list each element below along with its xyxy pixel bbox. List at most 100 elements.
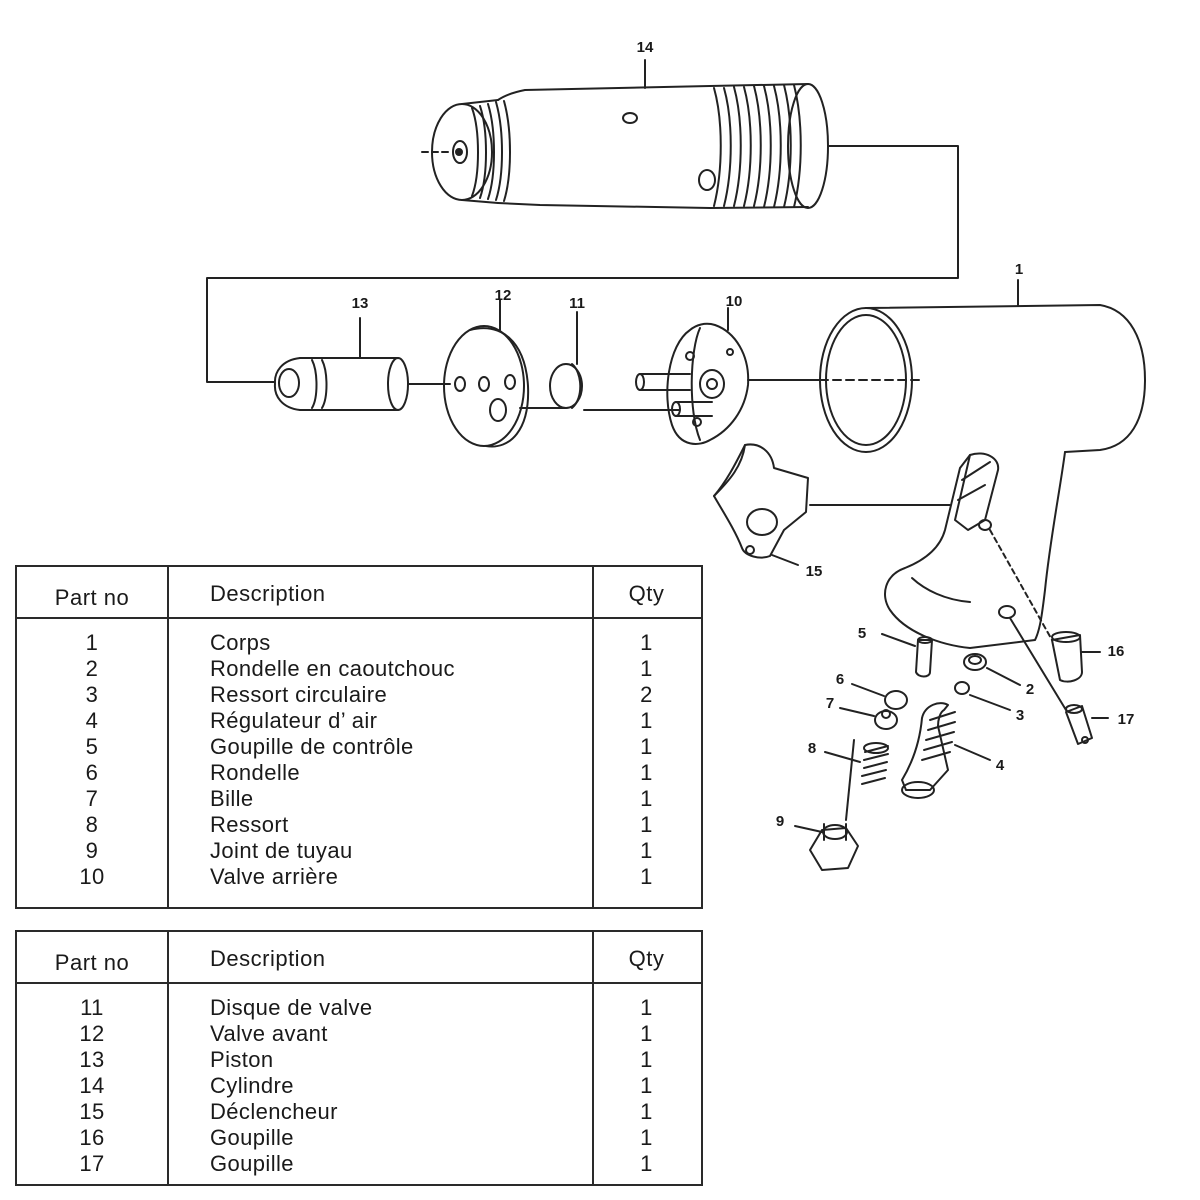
callout-15: 15 [806, 563, 823, 580]
front-valve-part-12 [443, 299, 567, 448]
part-qty: 1 [640, 786, 653, 811]
callout-10: 10 [726, 293, 743, 310]
callout-17: 17 [1118, 711, 1135, 728]
callout-1: 1 [1015, 261, 1023, 278]
callout-8: 8 [808, 740, 816, 757]
part-no: 6 [85, 760, 99, 785]
table-row: 17 Goupille 1 [17, 1151, 701, 1177]
part-no: 14 [79, 1073, 105, 1098]
valve-disc-part-11 [549, 311, 681, 411]
part-qty: 1 [640, 1073, 653, 1098]
part-qty: 1 [640, 1151, 653, 1176]
part-no: 9 [85, 838, 99, 863]
table-row: 14 Cylindre 1 [17, 1073, 701, 1099]
callout-6: 6 [836, 671, 844, 688]
table-header: Part no Description Qty [17, 932, 701, 984]
part-description: Rondelle en caoutchouc [210, 656, 455, 681]
part-description: Déclencheur [210, 1099, 338, 1124]
part-qty: 1 [640, 995, 653, 1020]
header-part-no: Part no [54, 585, 130, 610]
part-qty: 1 [640, 656, 653, 681]
pin-part-17 [1009, 617, 1109, 745]
part-qty: 1 [640, 838, 653, 863]
table-row: 8 Ressort 1 [17, 812, 701, 838]
callout-4: 4 [996, 757, 1005, 774]
part-qty: 1 [640, 1047, 653, 1072]
part-qty: 1 [640, 760, 653, 785]
table-divider [167, 567, 169, 907]
rear-valve-part-10 [635, 307, 821, 445]
part-no: 12 [79, 1021, 105, 1046]
part-no: 17 [79, 1151, 105, 1176]
part-description: Ressort circulaire [210, 682, 388, 707]
part-description: Goupille de contrôle [210, 734, 414, 759]
table-row: 9 Joint de tuyau 1 [17, 838, 701, 864]
table-header: Part no Description Qty [17, 567, 701, 619]
table-divider [167, 932, 169, 1184]
header-description: Description [210, 581, 326, 606]
part-description: Joint de tuyau [210, 838, 353, 863]
part-description: Régulateur d’ air [210, 708, 378, 733]
part-description: Corps [210, 630, 271, 655]
cylinder-part-14 [206, 59, 959, 383]
pin-part-16 [989, 529, 1101, 683]
header-description: Description [210, 946, 326, 971]
part-no: 1 [85, 630, 99, 655]
part-qty: 1 [640, 630, 653, 655]
callout-16: 16 [1108, 643, 1125, 660]
part-qty: 1 [640, 1021, 653, 1046]
callout-5: 5 [858, 625, 866, 642]
part-description: Goupille [210, 1151, 294, 1176]
table-divider [592, 932, 594, 1184]
part-no: 13 [79, 1047, 105, 1072]
part-no: 7 [85, 786, 99, 811]
regulator-assembly [794, 633, 1021, 871]
callout-14: 14 [637, 39, 654, 56]
callout-9: 9 [776, 813, 784, 830]
callout-12: 12 [495, 287, 512, 304]
header-part-no: Part no [54, 950, 130, 975]
piston-part-13 [273, 317, 451, 411]
part-qty: 1 [640, 1125, 653, 1150]
callout-7: 7 [826, 695, 834, 712]
table-row: 7 Bille 1 [17, 786, 701, 812]
part-no: 10 [79, 864, 105, 889]
callout-2: 2 [1026, 681, 1034, 698]
header-qty: Qty [628, 946, 665, 971]
part-no: 5 [85, 734, 99, 759]
part-no: 4 [85, 708, 99, 733]
part-qty: 1 [640, 708, 653, 733]
part-description: Cylindre [210, 1073, 294, 1098]
part-description: Goupille [210, 1125, 294, 1150]
part-description: Disque de valve [210, 995, 373, 1020]
callout-13: 13 [352, 295, 369, 312]
callout-11: 11 [569, 295, 585, 312]
callout-3: 3 [1016, 707, 1024, 724]
table-row: 4 Régulateur d’ air 1 [17, 708, 701, 734]
part-qty: 1 [640, 1099, 653, 1124]
part-description: Bille [210, 786, 254, 811]
table-row: 6 Rondelle 1 [17, 760, 701, 786]
table-row: 10 Valve arrière 1 [17, 864, 701, 890]
part-no: 2 [85, 656, 99, 681]
part-qty: 1 [640, 864, 653, 889]
part-description: Rondelle [210, 760, 301, 785]
table-divider [592, 567, 594, 907]
part-qty: 2 [640, 682, 653, 707]
part-qty: 1 [640, 812, 653, 837]
part-no: 8 [85, 812, 99, 837]
part-description: Valve arrière [210, 864, 339, 889]
table-row: 2 Rondelle en caoutchouc 1 [17, 656, 701, 682]
part-description: Ressort [210, 812, 289, 837]
body-part-1 [809, 279, 1146, 649]
